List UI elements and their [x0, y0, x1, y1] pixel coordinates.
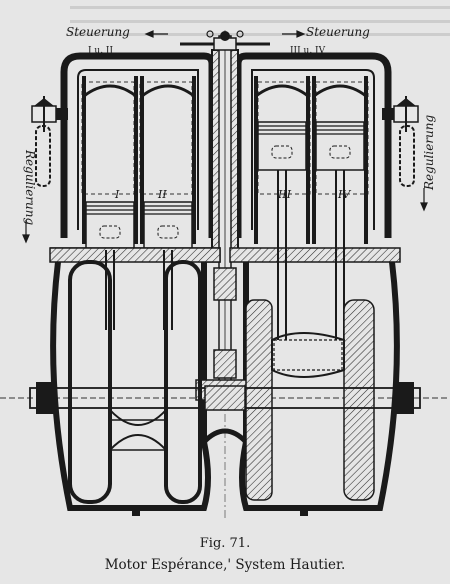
cylinder-head — [141, 84, 195, 98]
drain-plug-left — [132, 508, 140, 516]
cylinder-group-label-right: III u. IV — [290, 46, 326, 56]
steuerung-label-right: Steuerung — [306, 25, 370, 39]
regulating-screw-left — [31, 96, 68, 132]
crank-disc-right — [245, 299, 375, 501]
cylinder-label-2: II — [157, 188, 167, 201]
cylinder-group-label-left: I u. II — [88, 46, 113, 56]
piston-1 — [85, 201, 135, 251]
crank-disc-left — [68, 260, 202, 504]
bleed-text-line — [70, 20, 450, 23]
bleed-text-line — [70, 33, 450, 36]
bleed-text-line — [70, 6, 450, 9]
cylinder-head — [83, 84, 137, 98]
cylinder-walls — [82, 76, 368, 244]
regulierung-label-left: Regulierung — [23, 149, 37, 226]
control-lever — [180, 30, 270, 51]
side-regulating-rods — [35, 125, 415, 187]
cylinder-head — [255, 84, 309, 98]
crankcase-bridge — [202, 428, 248, 444]
cylinder-head — [313, 84, 367, 98]
regulierung-label-right: Regulierung — [422, 114, 436, 191]
steuerung-arrow-left — [144, 30, 168, 38]
crankcase-right — [229, 247, 401, 511]
drain-plug-right — [300, 508, 308, 516]
dashed-valve-outline — [81, 81, 135, 195]
main-crankshaft — [29, 382, 421, 414]
regulierung-arrow-right — [420, 188, 428, 212]
cylinder-label-1: I — [114, 188, 120, 201]
steuerung-label-left: Steuerung — [66, 25, 130, 39]
figure-caption: Motor Espérance,' System Hautier. — [104, 557, 346, 573]
piston-2 — [143, 201, 193, 251]
regulating-screw-right — [382, 96, 419, 132]
central-control-shaft — [211, 35, 239, 397]
steuerung-arrow-right — [282, 30, 306, 38]
dashed-valve-outline — [139, 81, 193, 195]
piston-4 — [315, 121, 365, 171]
piston-3 — [257, 121, 307, 171]
regulierung-arrow-left — [22, 220, 30, 244]
cylinder-label-3: III — [277, 188, 292, 201]
figure-number: Fig. 71. — [199, 536, 251, 551]
crankcase-left — [49, 247, 221, 511]
cylinder-label-4: IV — [337, 188, 351, 201]
